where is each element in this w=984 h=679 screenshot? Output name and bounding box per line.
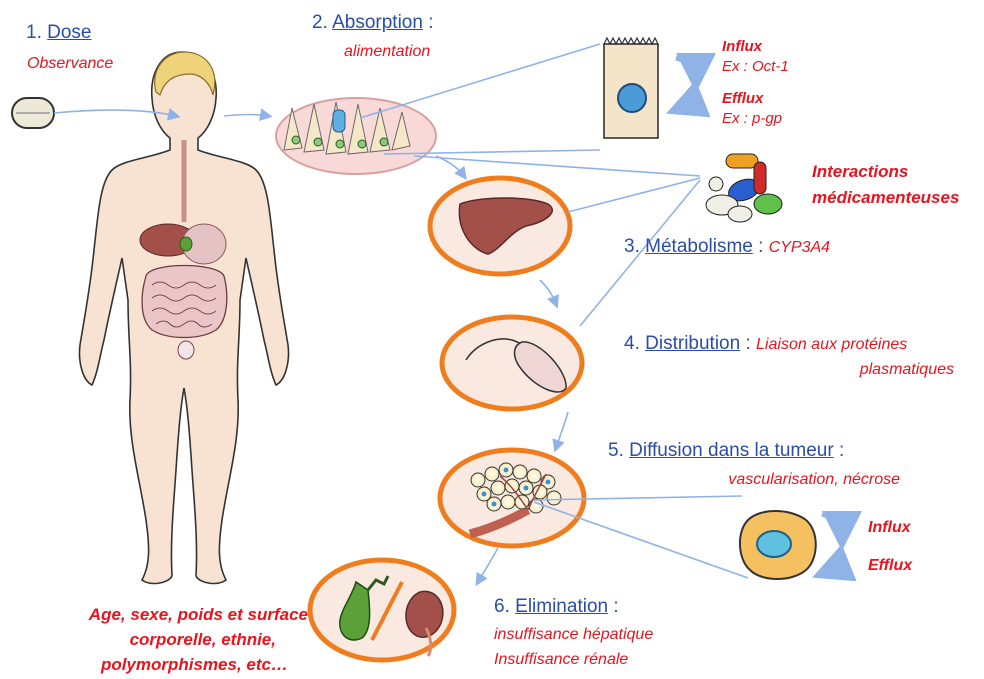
step-diffusion-title: 5. Diffusion dans la tumeur : [608, 440, 844, 463]
step-distribution-sub1: Liaison aux protéines [756, 336, 907, 353]
step-number: 5. [608, 440, 624, 461]
step-number: 4. [624, 333, 640, 354]
step-number: 3. [624, 236, 640, 257]
step-absorption-title: 2. Absorption : [312, 12, 434, 35]
factors-line2: corporelle, ethnie, [130, 630, 276, 650]
efflux-tumor-label: Efflux [868, 556, 912, 575]
liver-circle [430, 178, 570, 274]
influx-arrow-top [676, 58, 696, 78]
step-number: 1. [26, 22, 42, 43]
liver-to-vessel-arrow [540, 280, 556, 304]
efflux-top-label: Efflux [722, 90, 763, 108]
drugs-pile-icon [706, 154, 782, 222]
gallbladder-organ [180, 237, 192, 251]
step-distribution-sub2: plasmatiques [860, 360, 954, 379]
step-colon: : [839, 440, 844, 461]
step-dose-sub: Observance [27, 54, 113, 73]
interactions-line1: Interactions [812, 162, 908, 182]
step-number: 6. [494, 596, 510, 617]
influx-arrow-tumor [822, 514, 842, 536]
step-elimination-title: 6. Elimination : [494, 596, 619, 619]
interactions-line2: médicamenteuses [812, 188, 959, 208]
step-colon: : [745, 333, 750, 354]
intestines [142, 266, 227, 338]
step-metabolisme-sub: CYP3A4 [769, 239, 830, 256]
factors-line1: Age, sexe, poids et surface [89, 605, 308, 625]
efflux-top-example: Ex : p-gp [722, 110, 782, 128]
vessel-to-tumor-arrow [556, 412, 568, 448]
mouth-to-villi-arrow [224, 115, 268, 117]
influx-top-label: Influx [722, 38, 762, 56]
step-title: Dose [47, 22, 91, 43]
step-elimination-sub1: insuffisance hépatique [494, 625, 653, 644]
step-colon: : [428, 12, 433, 33]
step-diffusion-sub: vascularisation, nécrose [728, 470, 900, 489]
step-title: Absorption [332, 12, 423, 33]
human-body-figure [80, 52, 289, 583]
step-title: Diffusion dans la tumeur [629, 440, 834, 461]
blood-vessel-circle [442, 317, 582, 409]
step-colon: : [758, 236, 763, 257]
step-title: Métabolisme [645, 236, 753, 257]
step-title: Elimination [515, 596, 608, 617]
intestinal-villi-illustration [276, 98, 436, 174]
tumor-to-elimination-arrow [478, 548, 498, 582]
enterocyte-cell [604, 38, 658, 138]
step-elimination-sub2: Insuffisance rénale [494, 650, 628, 669]
step-number: 2. [312, 12, 328, 33]
influx-tumor-label: Influx [868, 518, 911, 537]
efflux-arrow-top [680, 88, 696, 108]
step-title: Distribution [645, 333, 740, 354]
step-metabolisme-title: 3. Métabolisme : CYP3A4 [624, 236, 830, 259]
step-distribution-title: 4. Distribution : Liaison aux protéines [624, 333, 907, 356]
influx-top-example: Ex : Oct-1 [722, 58, 789, 76]
efflux-arrow-tumor [826, 552, 842, 572]
pill-icon [12, 98, 54, 128]
tumor-circle [440, 450, 584, 546]
elimination-circle [310, 560, 454, 660]
bladder-organ [178, 341, 194, 359]
tumor-cell-icon [740, 511, 816, 579]
step-absorption-sub: alimentation [344, 42, 430, 61]
factors-line3: polymorphismes, etc… [101, 655, 288, 675]
step-colon: : [613, 596, 618, 617]
step-dose-title: 1. Dose [26, 22, 92, 45]
